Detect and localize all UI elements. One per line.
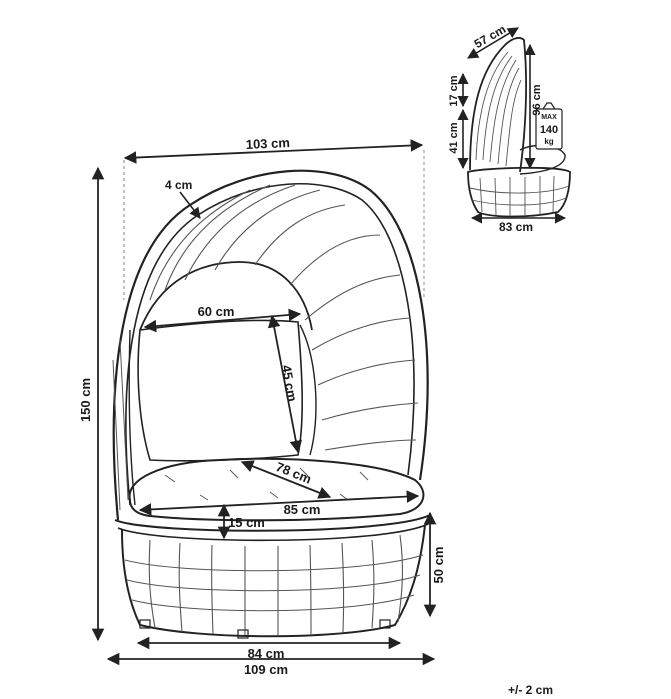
- label-width-top: 103 cm: [245, 135, 290, 152]
- label-side-depth: 83 cm: [499, 220, 533, 234]
- label-total-height: 150 cm: [78, 378, 93, 422]
- label-base-width: 84 cm: [248, 646, 285, 661]
- main-chair-illustration: [112, 150, 431, 639]
- dimension-lines: [91, 139, 437, 666]
- label-base-height: 50 cm: [431, 547, 446, 584]
- label-max-value: 140: [540, 124, 558, 136]
- label-full-height: 96 cm: [531, 84, 543, 115]
- label-max: MAX: [541, 114, 557, 121]
- label-max-unit: kg: [544, 137, 553, 146]
- label-cushion-height: 45 cm: [279, 364, 300, 403]
- label-frame-thickness: 4 cm: [165, 178, 192, 192]
- label-backrest-height: 41 cm: [448, 122, 460, 153]
- side-dimension-lines: [457, 27, 567, 224]
- label-cushion-thickness: 15 cm: [228, 515, 265, 530]
- label-total-width: 109 cm: [244, 662, 288, 677]
- max-load-tag-icon: [535, 102, 563, 150]
- label-seat-width: 85 cm: [284, 502, 321, 517]
- tolerance-note: +/- 2 cm: [508, 683, 553, 697]
- label-opening-width: 60 cm: [198, 304, 235, 319]
- label-hood-height: 17 cm: [448, 75, 460, 106]
